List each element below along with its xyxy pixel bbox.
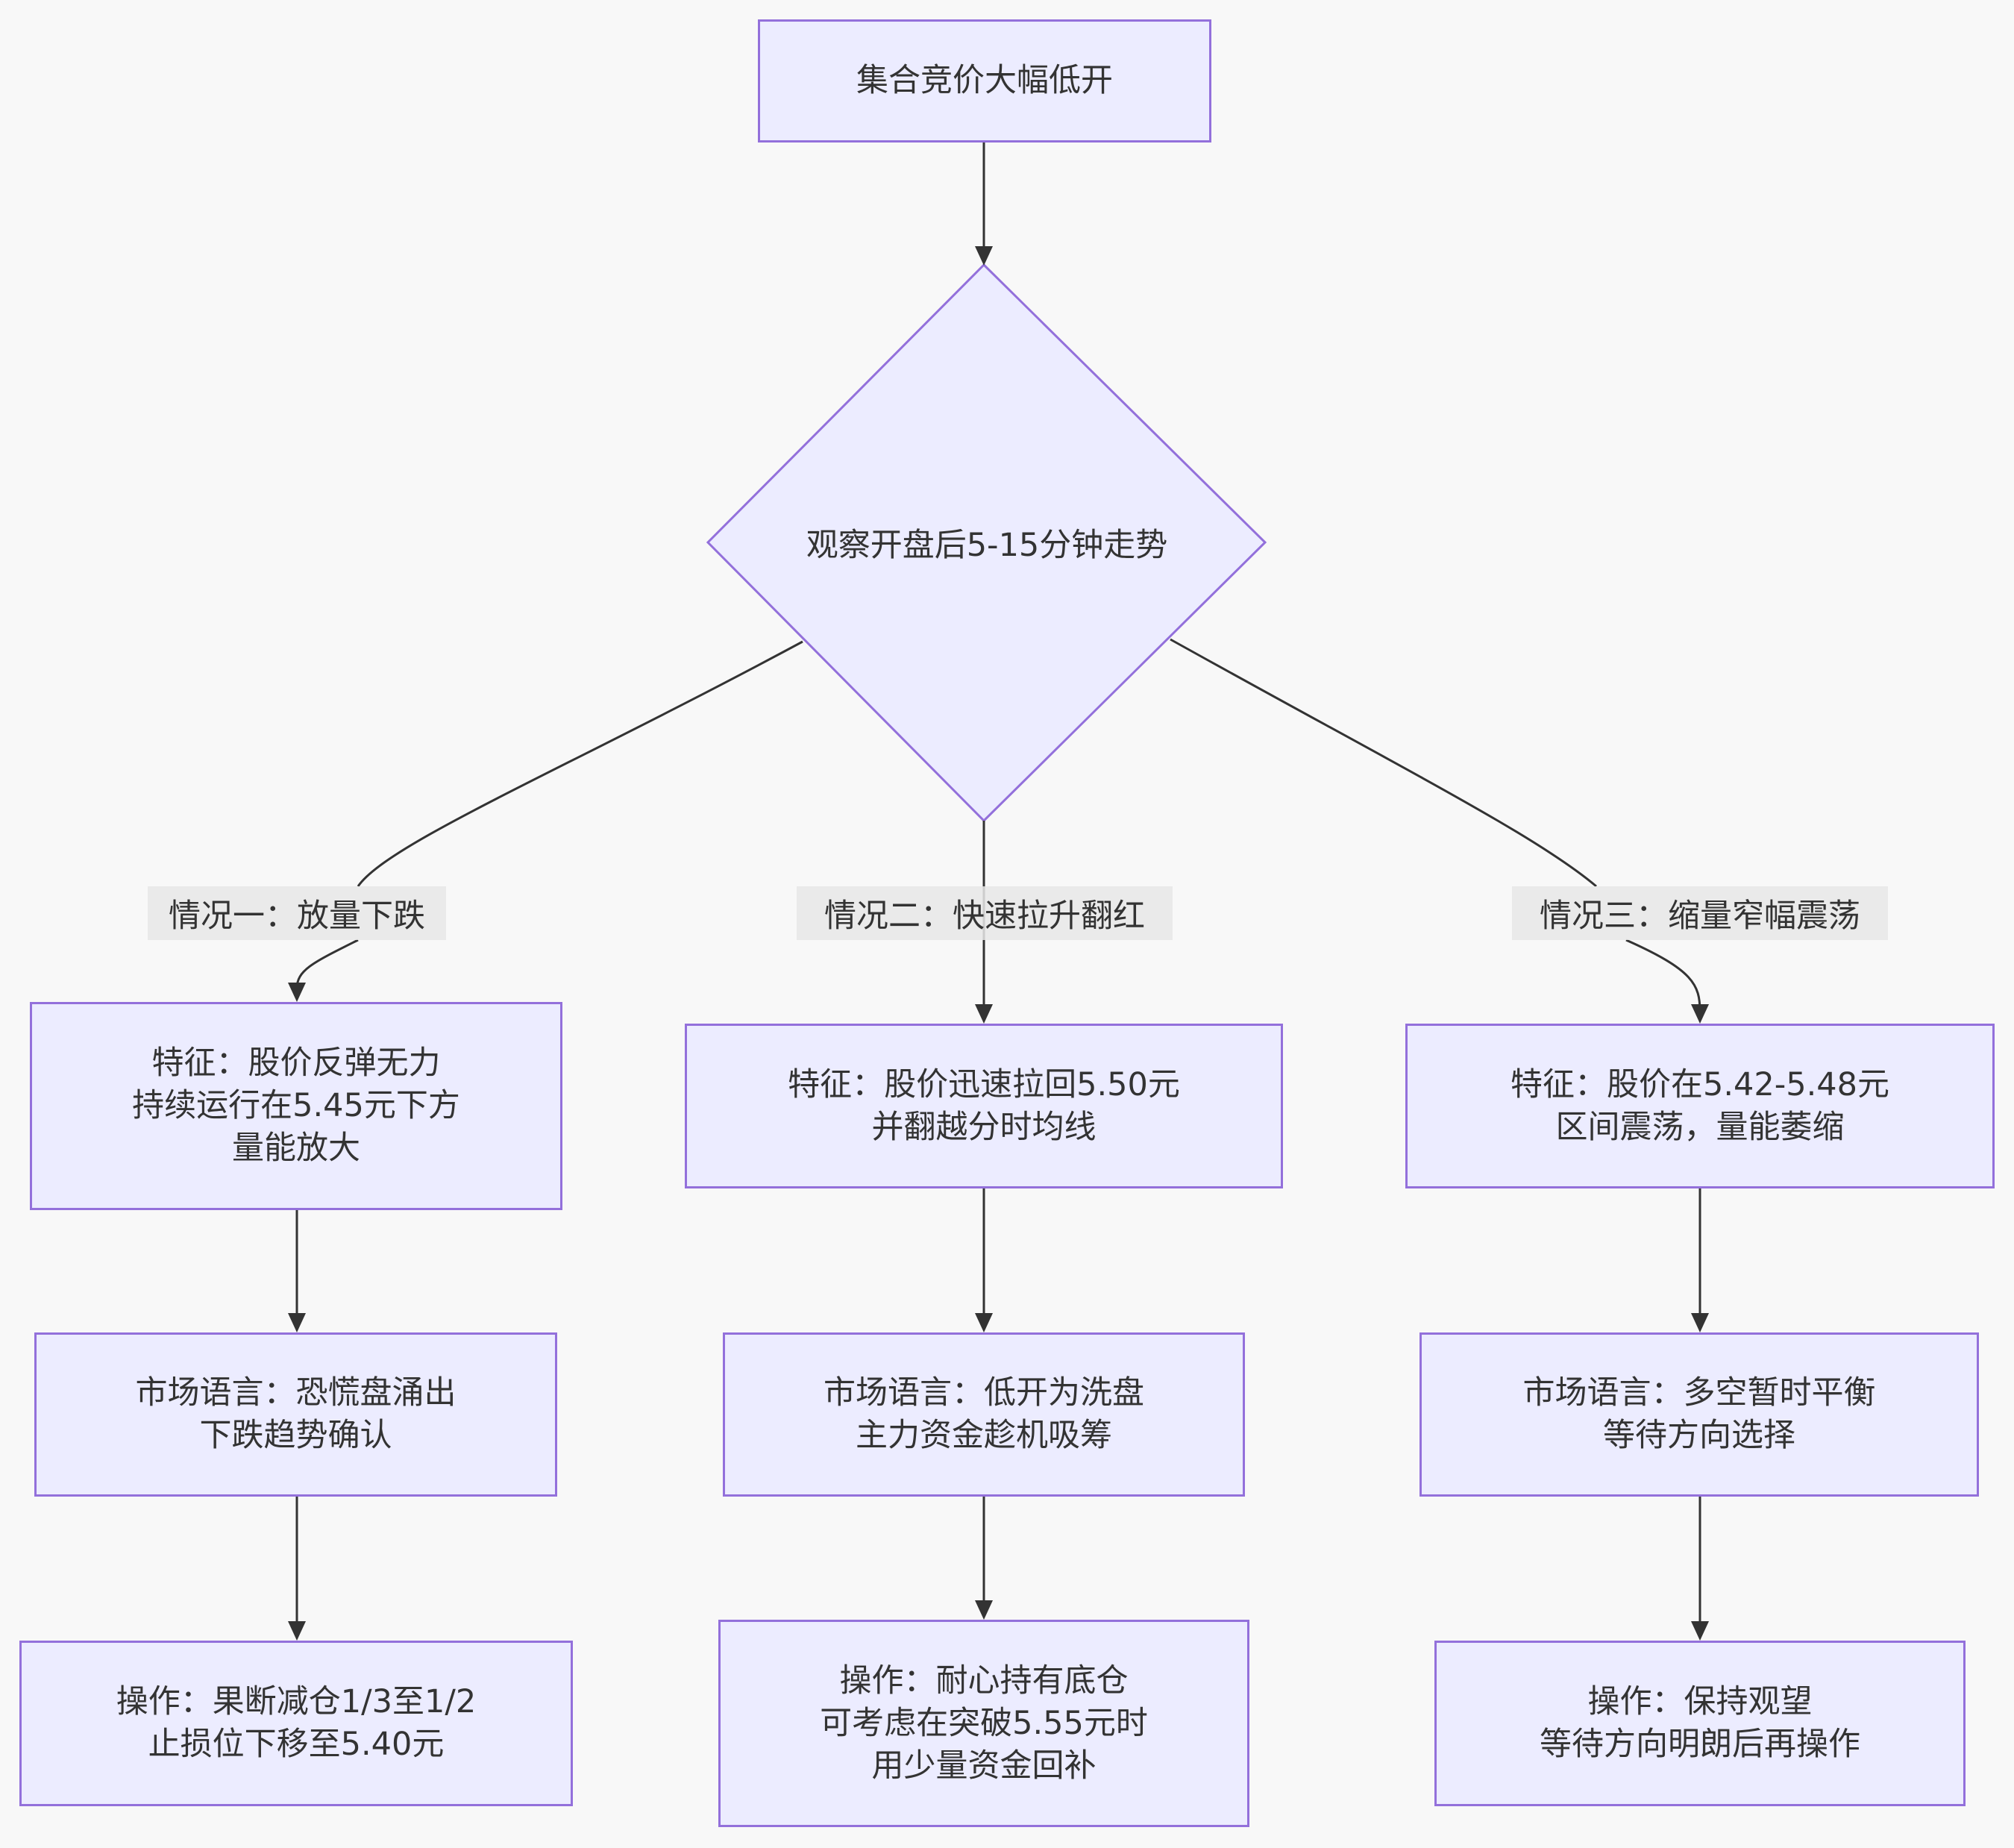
arrowhead-icon xyxy=(975,1600,993,1620)
arrowhead-icon xyxy=(975,246,993,266)
action-node-2[interactable]: 操作：耐心持有底仓 可考虑在突破5.55元时 用少量资金回补 xyxy=(718,1620,1249,1827)
feature-node-1[interactable]: 特征：股价反弹无力 持续运行在5.45元下方 量能放大 xyxy=(30,1002,562,1210)
edge-label-branch-1: 情况一：放量下跌 xyxy=(148,886,446,940)
action-node-3[interactable]: 操作：保持观望 等待方向明朗后再操作 xyxy=(1434,1641,1966,1806)
arrowhead-icon xyxy=(1691,1621,1709,1641)
arrowhead-icon xyxy=(288,1313,306,1332)
edge-decision-to-branch-3 xyxy=(1170,638,1701,1012)
feature-node-3[interactable]: 特征：股价在5.42-5.48元 区间震荡，量能萎缩 xyxy=(1405,1024,1995,1188)
arrowhead-icon xyxy=(288,983,306,1002)
feature-node-2[interactable]: 特征：股价迅速拉回5.50元 并翻越分时均线 xyxy=(685,1024,1283,1188)
arrowhead-icon xyxy=(975,1313,993,1332)
arrowhead-icon xyxy=(1691,1313,1709,1332)
market-node-3[interactable]: 市场语言：多空暂时平衡 等待方向选择 xyxy=(1419,1332,1979,1497)
edge-label-branch-2: 情况二：快速拉升翻红 xyxy=(797,886,1173,940)
start-node[interactable]: 集合竞价大幅低开 xyxy=(758,19,1211,142)
market-node-1[interactable]: 市场语言：恐慌盘涌出 下跌趋势确认 xyxy=(34,1332,557,1497)
action-node-1[interactable]: 操作：果断减仓1/3至1/2 止损位下移至5.40元 xyxy=(19,1641,573,1806)
arrowhead-icon xyxy=(1691,1004,1709,1024)
decision-text: 观察开盘后5-15分钟走势 xyxy=(806,527,1168,564)
arrowhead-icon xyxy=(975,1004,993,1024)
arrowhead-icon xyxy=(288,1621,306,1641)
market-node-2[interactable]: 市场语言：低开为洗盘 主力资金趁机吸筹 xyxy=(723,1332,1245,1497)
edge-label-branch-3: 情况三：缩量窄幅震荡 xyxy=(1512,886,1888,940)
